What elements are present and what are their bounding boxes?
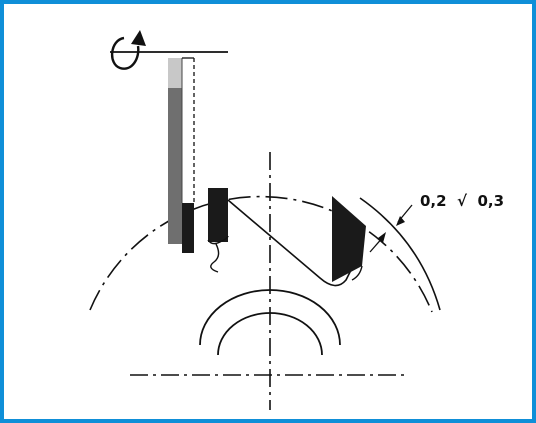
workpiece-left [207, 188, 229, 273]
outer-wheel-arc [89, 195, 433, 313]
clearance-dimension [369, 204, 413, 253]
motion-path [227, 199, 353, 287]
workpiece-right [332, 196, 366, 282]
rotation-arrow-icon [111, 30, 146, 70]
hub-arc-outer [199, 289, 341, 346]
clearance-arc [359, 197, 441, 311]
clearance-label: 0,2 √ 0,3 [420, 192, 504, 210]
hub-arc-inner [217, 312, 323, 356]
cutter-tool [168, 57, 195, 253]
